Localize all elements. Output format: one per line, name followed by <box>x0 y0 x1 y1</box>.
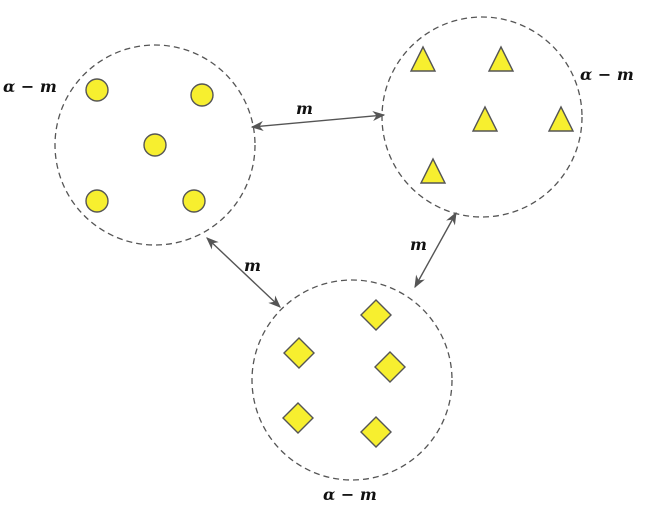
cluster-label: α − m <box>580 65 634 84</box>
diamond-icon <box>283 337 315 369</box>
circle-icon-group <box>85 78 214 213</box>
diamond-icon <box>360 299 392 331</box>
double-arrow <box>250 111 386 131</box>
triangle-icon <box>547 105 575 132</box>
edge-triangles-diamonds: m <box>410 211 457 289</box>
edge-label: m <box>296 99 313 118</box>
triangle-icon <box>409 45 437 72</box>
diamond-icon <box>282 402 314 434</box>
triangle-icon <box>471 105 499 132</box>
edge-label: m <box>244 256 261 275</box>
cluster-boundary <box>54 44 256 246</box>
triangle-icon-group <box>409 45 575 184</box>
edge-label: m <box>410 235 427 254</box>
edge-circles-triangles: m <box>250 99 386 131</box>
cluster-boundary <box>251 279 453 481</box>
cluster-circles: α − m <box>3 44 256 246</box>
triangle-icon <box>487 45 515 72</box>
circle-icon <box>182 189 206 213</box>
cluster-triangles: α − m <box>381 16 634 218</box>
edge-circles-diamonds: m <box>206 237 281 308</box>
double-arrow <box>414 211 457 289</box>
triangle-icon <box>419 157 447 184</box>
diamond-icon <box>360 416 392 448</box>
circle-icon <box>143 133 167 157</box>
circle-icon <box>85 78 109 102</box>
diamond-icon <box>374 351 406 383</box>
cluster-diamonds: α − m <box>251 279 453 504</box>
double-arrow <box>206 237 281 308</box>
cluster-label: α − m <box>3 77 57 96</box>
circle-icon <box>85 189 109 213</box>
cluster-label: α − m <box>323 485 377 504</box>
circle-icon <box>190 83 214 107</box>
diamond-icon-group <box>282 299 406 448</box>
